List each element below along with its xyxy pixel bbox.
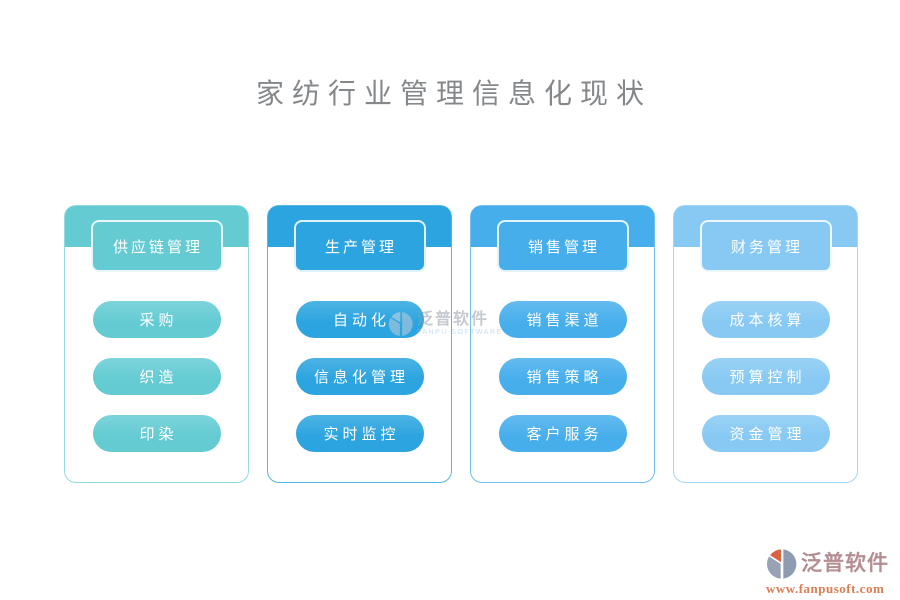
item-sales-strategy: 销售策略	[498, 358, 627, 395]
item-automation: 自动化	[295, 301, 424, 338]
card-production: 生产管理 自动化 信息化管理 实时监控	[267, 205, 452, 483]
item-list: 销售渠道 销售策略 客户服务	[471, 301, 654, 452]
header-finance: 财务管理	[699, 220, 832, 272]
item-realtime-monitoring: 实时监控	[295, 415, 424, 452]
category-columns: 供应链管理 采购 织造 印染 生产管理 自动化 信息化管理 实时监控 销售管理 …	[64, 205, 858, 483]
item-fund-management: 资金管理	[701, 415, 830, 452]
item-customer-service: 客户服务	[498, 415, 627, 452]
header-sales: 销售管理	[496, 220, 629, 272]
item-list: 成本核算 预算控制 资金管理	[674, 301, 857, 452]
card-finance: 财务管理 成本核算 预算控制 资金管理	[673, 205, 858, 483]
header-production: 生产管理	[293, 220, 426, 272]
item-list: 自动化 信息化管理 实时监控	[268, 301, 451, 452]
watermark-url-text: www.fanpusoft.com	[766, 581, 885, 596]
item-budget-control: 预算控制	[701, 358, 830, 395]
item-weaving: 织造	[92, 358, 221, 395]
watermark-brand-text: 泛普软件	[801, 552, 889, 575]
card-supply-chain: 供应链管理 采购 织造 印染	[64, 205, 249, 483]
item-informatization: 信息化管理	[295, 358, 424, 395]
page-title: 家纺行业管理信息化现状	[255, 79, 652, 110]
item-cost-accounting: 成本核算	[701, 301, 830, 338]
fanpu-logo-icon	[767, 549, 797, 579]
item-procurement: 采购	[92, 301, 221, 338]
item-sales-channels: 销售渠道	[498, 301, 627, 338]
watermark-footer: 泛普软件 www.fanpusoft.com	[766, 548, 896, 597]
header-supply-chain: 供应链管理	[90, 220, 223, 272]
item-list: 采购 织造 印染	[65, 301, 248, 452]
card-sales: 销售管理 销售渠道 销售策略 客户服务	[470, 205, 655, 483]
item-printing-dyeing: 印染	[92, 415, 221, 452]
